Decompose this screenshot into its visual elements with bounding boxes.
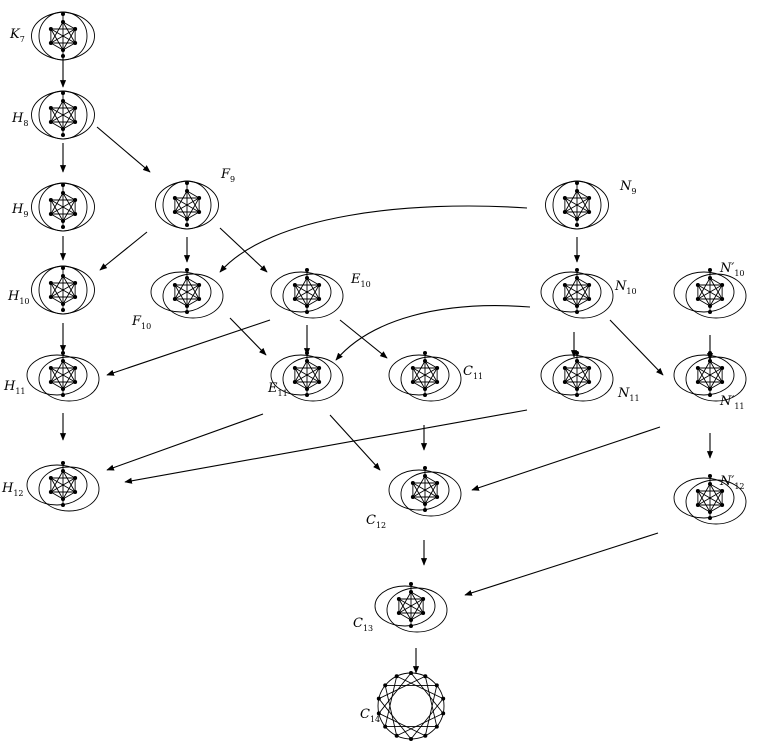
label-n9: N9 (619, 179, 636, 196)
graph-c12 (388, 466, 462, 517)
edge-n11-to-h12 (124, 409, 528, 484)
label-n11p: N′11 (719, 394, 745, 411)
label-c13: C13 (353, 616, 373, 633)
label-h10: H10 (7, 289, 30, 306)
graph-n10p (673, 268, 747, 319)
label-h8: H8 (11, 111, 28, 128)
edge-e11-to-c12 (329, 414, 381, 471)
graph-c11 (388, 351, 462, 402)
graph-h11 (26, 351, 100, 402)
edge-h8-to-f9 (96, 126, 151, 173)
graph-h10 (31, 265, 95, 315)
graph-h12 (26, 461, 100, 512)
graph-n11p (673, 351, 747, 402)
nodes-layer (26, 11, 747, 741)
edge-n12p-to-c13 (464, 532, 659, 596)
label-h11: H11 (3, 379, 26, 396)
label-c12: C12 (366, 513, 386, 530)
edge-e11-to-h12 (106, 413, 264, 471)
edge-n10-to-n11p (609, 319, 664, 376)
graph-n10 (540, 268, 614, 319)
label-n10: N10 (614, 279, 637, 296)
edge-n10-to-e11 (335, 305, 531, 361)
edge-f9-to-e10 (219, 227, 268, 273)
edge-e10-to-c11 (339, 319, 388, 359)
label-h9: H9 (11, 202, 28, 219)
label-k7: K7 (9, 27, 25, 44)
label-n10p: N′10 (719, 261, 745, 278)
graph-c14 (376, 671, 446, 741)
graph-f10 (150, 268, 224, 319)
label-h12: H12 (1, 481, 24, 498)
graph-h8 (31, 90, 95, 140)
edge-f9-to-h10 (99, 231, 148, 271)
graph-n12p (673, 474, 747, 525)
label-n11: N11 (617, 386, 640, 403)
graph-k7 (31, 11, 95, 61)
graph-e10 (270, 268, 344, 319)
graph-n9 (545, 180, 609, 230)
graph-h9 (31, 182, 95, 232)
edge-e10-to-h11 (106, 319, 271, 376)
edge-n11p-to-c12 (471, 426, 661, 491)
graph-f9 (155, 180, 219, 230)
graph-c13 (374, 582, 448, 633)
label-c11: C11 (463, 364, 483, 381)
label-c14: C14 (360, 707, 380, 724)
edges-layer (59, 58, 714, 674)
label-e11: E11 (267, 381, 288, 398)
label-n12p: N′12 (719, 474, 745, 491)
label-f9: F9 (220, 167, 235, 184)
graph-n11 (540, 351, 614, 402)
edge-f10-to-e11 (229, 317, 267, 356)
graph-e11 (270, 351, 344, 402)
edge-n9-to-f10 (219, 205, 528, 273)
label-e10: E10 (350, 272, 371, 289)
label-f10: F10 (131, 314, 151, 331)
